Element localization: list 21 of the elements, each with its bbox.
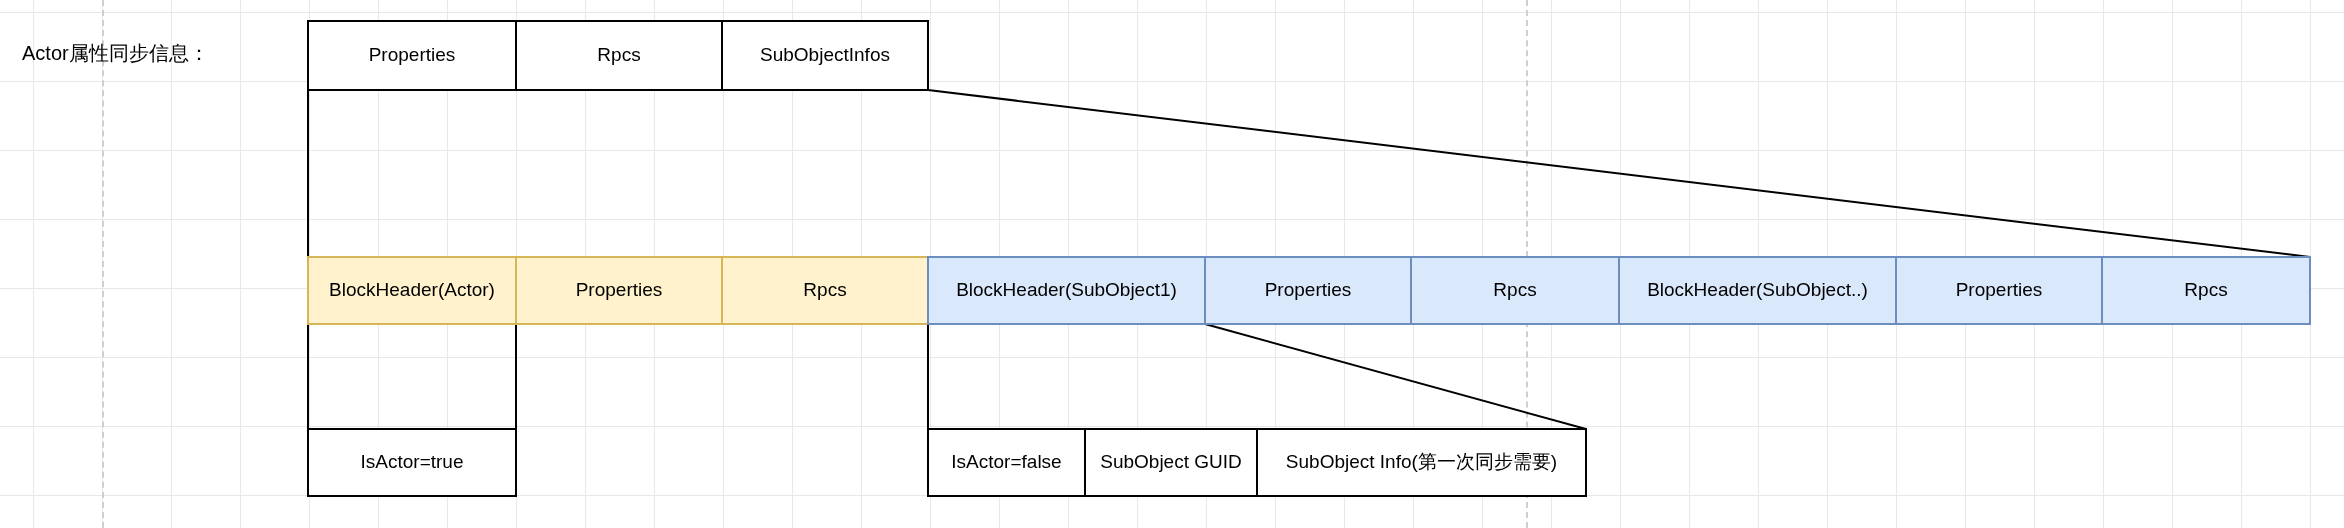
field-box: SubObject GUID: [1084, 428, 1258, 497]
field-box: BlockHeader(SubObject..): [1618, 256, 1897, 325]
field-box: Properties: [1204, 256, 1412, 325]
connector-line: [307, 89, 309, 258]
field-box: SubObjectInfos: [721, 20, 929, 91]
field-box: Properties: [1895, 256, 2103, 325]
field-box: SubObject Info(第一次同步需要): [1256, 428, 1587, 497]
field-box: BlockHeader(SubObject1): [927, 256, 1206, 325]
connector-line: [515, 323, 517, 430]
field-box: Properties: [515, 256, 723, 325]
field-box: IsActor=true: [307, 428, 517, 497]
field-box: Properties: [307, 20, 517, 91]
field-box: IsActor=false: [927, 428, 1086, 497]
heading-label: Actor属性同步信息：: [22, 41, 209, 66]
field-box: Rpcs: [1410, 256, 1620, 325]
field-box: Rpcs: [515, 20, 723, 91]
connector-line: [927, 323, 929, 430]
field-box: Rpcs: [721, 256, 929, 325]
connector-line: [307, 323, 309, 430]
field-box: BlockHeader(Actor): [307, 256, 517, 325]
field-box: Rpcs: [2101, 256, 2311, 325]
